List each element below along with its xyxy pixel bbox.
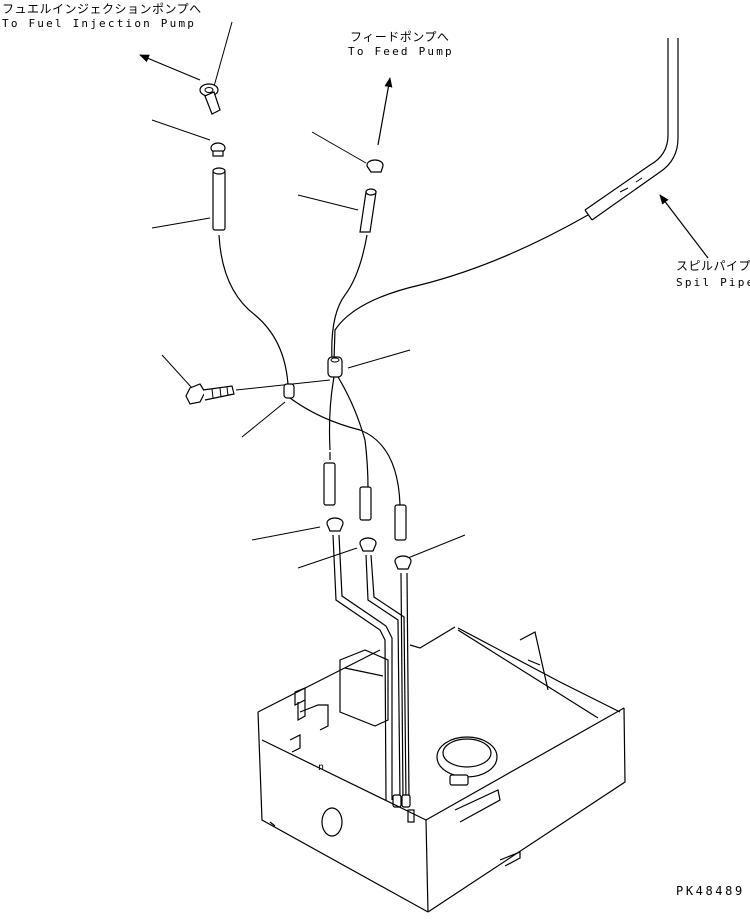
fuel-injection-pump-label-jp: フュエルインジェクションポンプへ bbox=[2, 2, 202, 16]
clamp-lower-middle bbox=[359, 537, 377, 552]
hose-lower-sections bbox=[323, 452, 407, 541]
feed-pump-label-en: To Feed Pump bbox=[348, 45, 454, 58]
feed-pump-arrow bbox=[377, 77, 393, 146]
feed-pump-label-jp: フィードポンプへ bbox=[350, 30, 450, 44]
fuel-injection-pump-label-en: To Fuel Injection Pump bbox=[2, 17, 197, 30]
hose-top-right bbox=[359, 188, 377, 233]
tank-pipes bbox=[332, 534, 415, 823]
clamp-lower-left bbox=[326, 517, 344, 532]
spil-pipe-arrow bbox=[659, 194, 709, 259]
spil-pipe-label-en: Spil Pipe bbox=[676, 276, 750, 289]
hose-return bbox=[289, 397, 401, 506]
hose-lower-left bbox=[328, 376, 335, 451]
hose-center bbox=[337, 376, 369, 489]
drawing-code: PK48489 bbox=[676, 884, 745, 898]
junction-connector bbox=[283, 356, 343, 399]
spil-pipe bbox=[584, 38, 679, 221]
clamp-top-left bbox=[210, 142, 226, 157]
fuel-tank: n bbox=[257, 626, 626, 913]
svg-text:n: n bbox=[318, 762, 324, 773]
leader-lines bbox=[151, 21, 466, 569]
spil-pipe-label-jp: スピルパイプ bbox=[676, 259, 750, 273]
clamp-top-right bbox=[366, 159, 384, 173]
hose-left bbox=[218, 234, 289, 386]
banjo-bolt bbox=[185, 379, 331, 405]
clamp-lower-right bbox=[394, 555, 412, 570]
hose-middle bbox=[331, 234, 368, 361]
hose-spill bbox=[333, 214, 589, 361]
hose-top-left bbox=[212, 167, 226, 231]
fuel-injection-pump-arrow bbox=[139, 54, 201, 81]
fuel-injection-fitting bbox=[199, 83, 221, 115]
